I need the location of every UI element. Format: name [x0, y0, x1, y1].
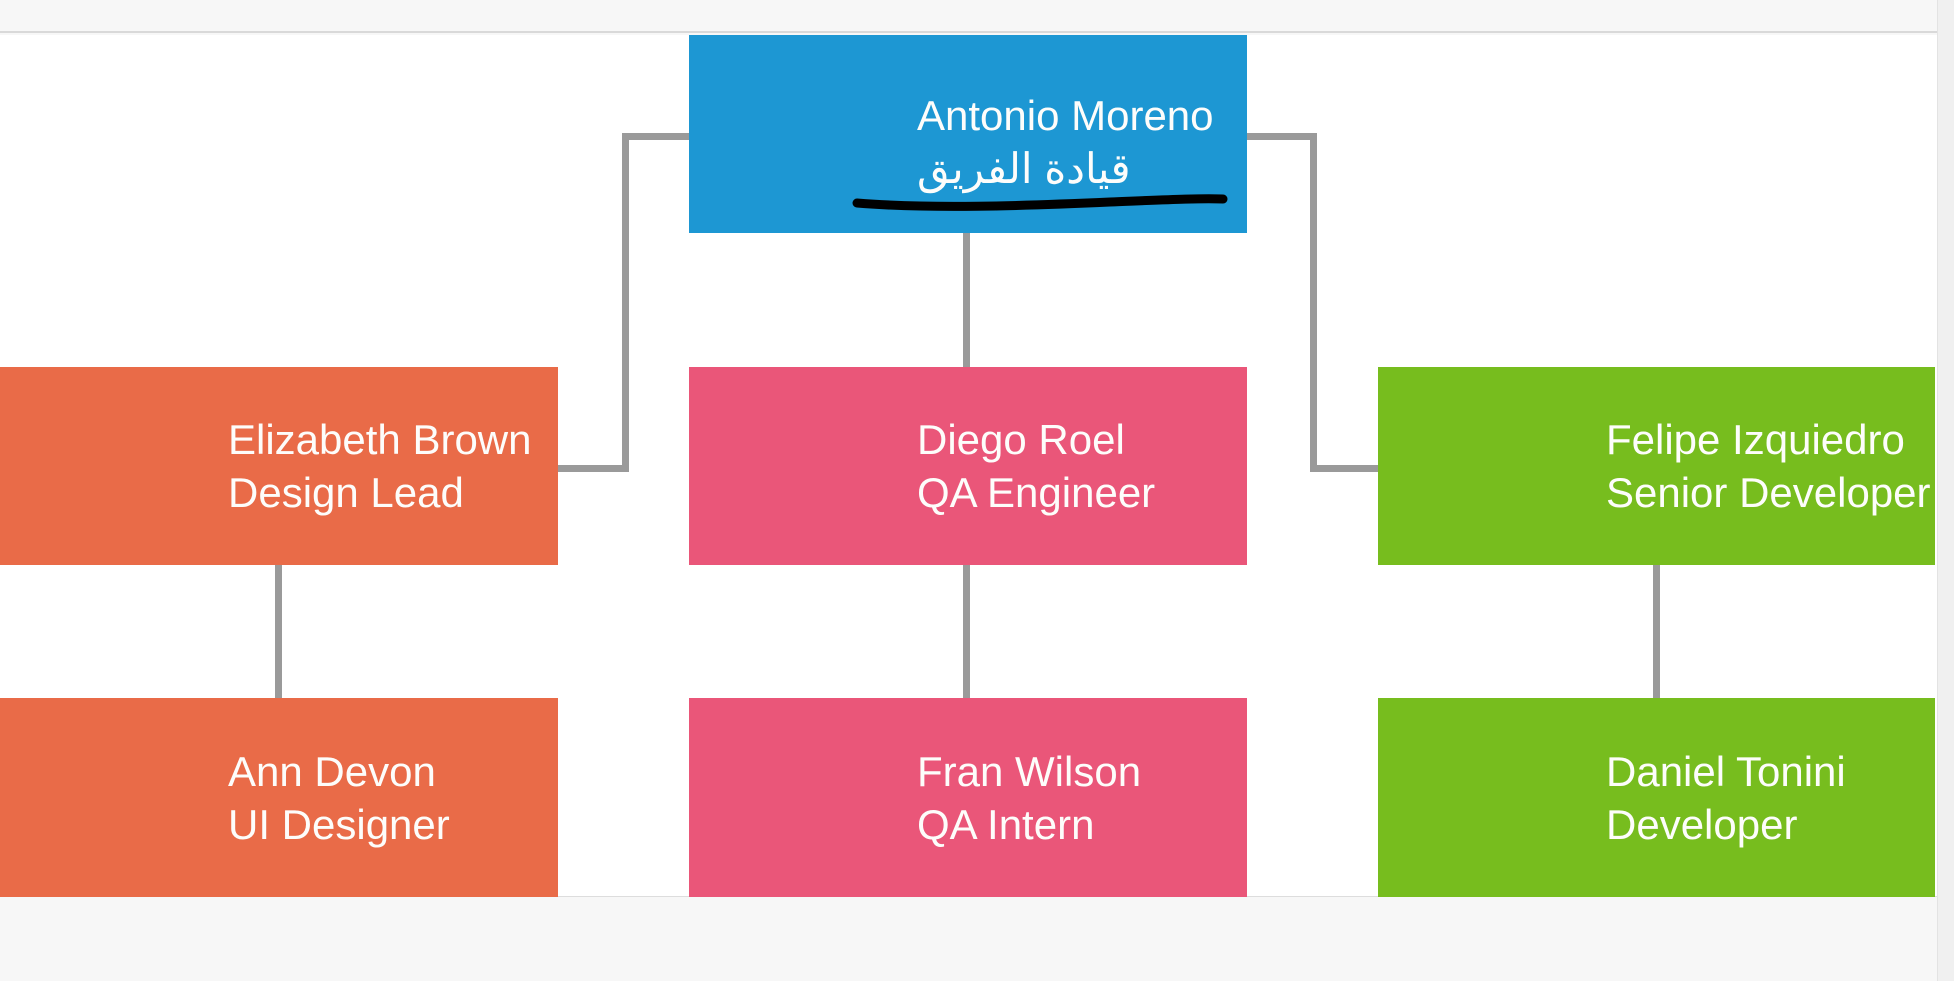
org-node-felipe-izquiedro[interactable]: Felipe Izquiedro Senior Developer — [1378, 367, 1935, 565]
employee-name: Felipe Izquiedro — [1606, 416, 1905, 463]
employee-title: Senior Developer — [1606, 469, 1931, 516]
org-node-fran-wilson[interactable]: Fran Wilson QA Intern — [689, 698, 1247, 897]
connector-root-to-elizabeth-top — [622, 133, 689, 140]
org-node-elizabeth-brown[interactable]: Elizabeth Brown Design Lead — [0, 367, 558, 565]
connector-root-to-diego-vertical — [963, 233, 970, 367]
org-node-daniel-tonini[interactable]: Daniel Tonini Developer — [1378, 698, 1935, 897]
org-node-diego-roel[interactable]: Diego Roel QA Engineer — [689, 367, 1247, 565]
connector-root-to-felipe-top — [1247, 133, 1313, 140]
vertical-scrollbar-track[interactable] — [1937, 0, 1954, 981]
employee-title: Developer — [1606, 800, 1798, 848]
connector-root-to-elizabeth-vertical — [622, 133, 629, 472]
employee-name: Antonio Moreno — [917, 92, 1214, 139]
org-node-antonio-moreno[interactable]: Antonio Moreno قيادة الفريق — [689, 35, 1247, 233]
page-top-strip — [0, 0, 1937, 33]
employee-title: Design Lead — [228, 469, 464, 516]
connector-diego-to-fran — [963, 565, 970, 698]
employee-title: قيادة الفريق — [917, 145, 1131, 192]
employee-name: Elizabeth Brown — [228, 416, 532, 463]
employee-name: Daniel Tonini — [1606, 747, 1846, 795]
employee-name: Diego Roel — [917, 416, 1125, 463]
employee-name: Fran Wilson — [917, 747, 1142, 795]
connector-root-to-felipe-bottom — [1310, 465, 1378, 472]
employee-title: UI Designer — [228, 800, 450, 848]
org-node-ann-devon[interactable]: Ann Devon UI Designer — [0, 698, 558, 897]
employee-title: QA Intern — [917, 800, 1095, 848]
employee-title: QA Engineer — [917, 469, 1156, 516]
connector-felipe-to-daniel — [1653, 565, 1660, 698]
connector-elizabeth-to-ann — [275, 565, 282, 698]
employee-name: Ann Devon — [228, 747, 436, 795]
connector-root-to-felipe-vertical — [1310, 133, 1317, 472]
connector-root-to-elizabeth-bottom — [558, 465, 629, 472]
